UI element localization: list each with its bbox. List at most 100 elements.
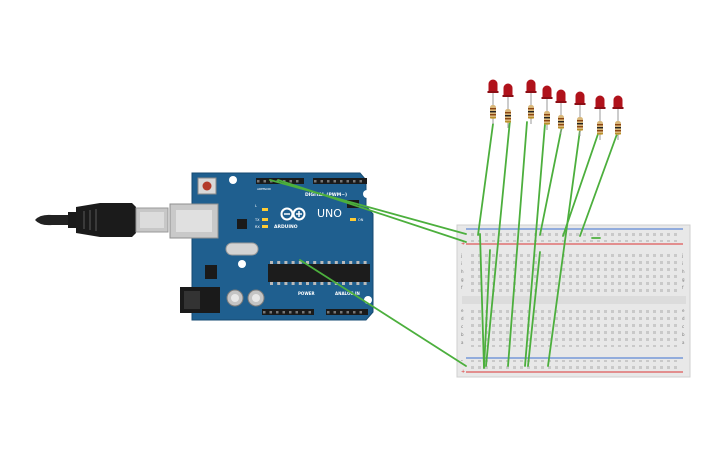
resistor-band bbox=[490, 108, 496, 110]
jumper-wire[interactable] bbox=[527, 251, 541, 367]
header-pin-hole[interactable] bbox=[346, 311, 350, 314]
header-pin-hole[interactable] bbox=[276, 311, 279, 314]
header-pin-hole[interactable] bbox=[333, 180, 337, 183]
crystal bbox=[225, 242, 259, 256]
ic-pin bbox=[356, 261, 360, 264]
resistor-band bbox=[490, 117, 496, 119]
resistor-band bbox=[558, 118, 564, 120]
resistor-band bbox=[505, 121, 511, 123]
rail-minus-label-bottom: - bbox=[461, 358, 463, 364]
row-letter: d bbox=[461, 316, 464, 321]
led-body bbox=[575, 96, 585, 103]
jumper-wire[interactable] bbox=[579, 133, 618, 237]
row-letter: j bbox=[681, 253, 683, 258]
resistor-band bbox=[505, 115, 511, 117]
led-with-resistor[interactable] bbox=[574, 91, 586, 137]
ic-pin bbox=[327, 261, 331, 264]
header-pin-hole[interactable] bbox=[353, 180, 356, 183]
led-with-resistor[interactable] bbox=[594, 95, 606, 141]
center-channel bbox=[462, 296, 686, 304]
jumper-wire[interactable] bbox=[477, 123, 494, 236]
led-body bbox=[526, 84, 536, 91]
header-pin-hole[interactable] bbox=[263, 180, 267, 183]
header-pin-hole[interactable] bbox=[295, 311, 299, 314]
resistor-band bbox=[577, 120, 583, 122]
resistor-band bbox=[558, 121, 564, 123]
header-pin-hole[interactable] bbox=[269, 311, 273, 314]
rx-label: RX bbox=[255, 225, 260, 229]
usb-cable[interactable] bbox=[35, 203, 169, 237]
led-with-resistor[interactable] bbox=[555, 89, 567, 135]
led-with-resistor[interactable] bbox=[487, 79, 499, 125]
led-with-resistor[interactable] bbox=[502, 83, 514, 129]
resistor-band bbox=[528, 111, 534, 113]
jumper-wire[interactable] bbox=[539, 125, 563, 236]
led-with-resistor[interactable] bbox=[612, 95, 624, 141]
resistor-band bbox=[505, 112, 511, 114]
resistor-band bbox=[577, 123, 583, 125]
row-letter: h bbox=[461, 269, 464, 274]
brand-label: ARDUINO bbox=[274, 224, 298, 230]
header-pin-hole[interactable] bbox=[320, 180, 324, 183]
jumper-wire[interactable] bbox=[485, 119, 511, 367]
led-body bbox=[595, 100, 605, 107]
row-letter: b bbox=[682, 332, 685, 337]
ic-pin bbox=[270, 261, 273, 264]
header-pin-hole[interactable] bbox=[308, 311, 312, 314]
ic-pin bbox=[313, 261, 317, 264]
header-power[interactable] bbox=[262, 309, 314, 315]
row-letter: c bbox=[682, 324, 684, 329]
rx-led bbox=[262, 225, 268, 228]
header-pin-hole[interactable] bbox=[289, 311, 292, 314]
header-pin-hole[interactable] bbox=[359, 311, 363, 314]
row-letter: i bbox=[461, 261, 462, 266]
led-with-resistor[interactable] bbox=[541, 85, 553, 131]
header-pin-hole[interactable] bbox=[340, 311, 343, 314]
jumper-wire[interactable] bbox=[479, 233, 485, 369]
led-with-resistor[interactable] bbox=[525, 79, 537, 125]
header-pin-hole[interactable] bbox=[296, 180, 299, 183]
resistor-band bbox=[597, 127, 603, 129]
resistor-band bbox=[558, 124, 564, 126]
terminal-strip-top[interactable] bbox=[470, 252, 680, 292]
terminal-strip-bottom[interactable] bbox=[470, 307, 680, 347]
header-pin-hole[interactable] bbox=[340, 180, 343, 183]
led-rim bbox=[502, 95, 514, 97]
header-pin-hole[interactable] bbox=[282, 311, 286, 314]
ic-pin bbox=[291, 282, 295, 285]
led-resistor-array[interactable] bbox=[487, 79, 624, 141]
ic-pin bbox=[349, 282, 353, 285]
jumper-wire[interactable] bbox=[524, 123, 546, 367]
arduino-board[interactable]: L TX RX ON DIGITAL (PWM~) ARDUINO UNO PO… bbox=[169, 172, 374, 321]
rail-plus-label: + bbox=[461, 241, 465, 247]
header-pin-hole[interactable] bbox=[314, 180, 317, 183]
header-pin-hole[interactable] bbox=[359, 180, 363, 183]
jumper-wire[interactable] bbox=[299, 259, 467, 367]
jumper-wire[interactable] bbox=[277, 179, 467, 243]
aref-label: AREF bbox=[257, 187, 265, 191]
bottom-power-rail[interactable] bbox=[470, 360, 680, 371]
resistor-band bbox=[528, 108, 534, 110]
ic-pin bbox=[349, 261, 353, 264]
header-pin-hole[interactable] bbox=[263, 311, 266, 314]
ic-pin bbox=[277, 261, 281, 264]
header-pin-hole[interactable] bbox=[353, 311, 356, 314]
header-pin-hole[interactable] bbox=[257, 180, 260, 183]
wires[interactable] bbox=[269, 119, 618, 369]
jumper-wire[interactable] bbox=[507, 121, 528, 367]
header-pin-hole[interactable] bbox=[346, 180, 350, 183]
resistor-band bbox=[577, 129, 583, 131]
header-pin-hole[interactable] bbox=[289, 180, 293, 183]
header-pin-hole[interactable] bbox=[327, 311, 330, 314]
jumper-wire[interactable] bbox=[547, 129, 581, 367]
header-pin-hole[interactable] bbox=[302, 311, 305, 314]
jumper-wire[interactable] bbox=[483, 249, 491, 369]
header-pin-hole[interactable] bbox=[333, 311, 337, 314]
header-pin-hole[interactable] bbox=[327, 180, 330, 183]
top-power-rail[interactable] bbox=[470, 231, 680, 242]
reset-button-cap[interactable] bbox=[202, 181, 212, 191]
jumper-wire[interactable] bbox=[562, 133, 599, 237]
